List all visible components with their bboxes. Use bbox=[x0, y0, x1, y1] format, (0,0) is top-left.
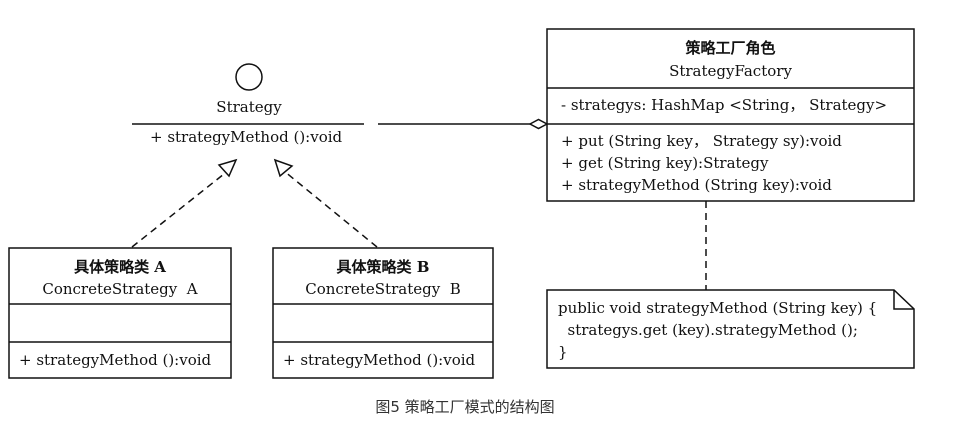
concrete-a-title-cn: 具体策略类 A bbox=[74, 258, 166, 276]
note-fold-icon bbox=[893, 290, 914, 310]
note-box bbox=[546, 289, 915, 369]
note-line-2: strategys.get (key).strategyMethod (); bbox=[558, 321, 858, 339]
aggregation-diamond-icon bbox=[528, 118, 549, 130]
figure-caption: 图5 策略工厂模式的结构图 bbox=[375, 398, 555, 416]
note-line-1: public void strategyMethod (String key) … bbox=[558, 299, 878, 317]
concrete-a-method: + strategyMethod ():void bbox=[19, 351, 212, 369]
realization-b-line bbox=[283, 170, 378, 248]
factory-method-strategy: + strategyMethod (String key):void bbox=[561, 176, 832, 194]
factory-title-cn: 策略工厂角色 bbox=[685, 39, 776, 57]
concrete-a-title-en: ConcreteStrategy A bbox=[42, 280, 198, 298]
concrete-b-method: + strategyMethod ():void bbox=[283, 351, 476, 369]
factory-method-get: + get (String key):Strategy bbox=[561, 154, 769, 172]
concrete-b-box bbox=[272, 247, 494, 379]
factory-method-put: + put (String key， Strategy sy):void bbox=[561, 132, 842, 150]
strategy-method: + strategyMethod ():void bbox=[150, 128, 343, 146]
realization-a-line bbox=[131, 169, 230, 248]
factory-class-box bbox=[546, 28, 915, 202]
realization-b-arrowhead-icon bbox=[273, 158, 294, 178]
concrete-b-title-en: ConcreteStrategy B bbox=[305, 280, 461, 298]
interface-lollipop-icon bbox=[235, 63, 263, 91]
factory-title-en: StrategyFactory bbox=[669, 62, 792, 80]
note-line-3: } bbox=[558, 343, 568, 361]
factory-attribute: - strategys: HashMap <String， Strategy> bbox=[561, 96, 888, 114]
realization-a-arrowhead-icon bbox=[217, 158, 238, 178]
concrete-b-title-cn: 具体策略类 B bbox=[336, 258, 430, 276]
concrete-a-box bbox=[8, 247, 232, 379]
strategy-name: Strategy bbox=[216, 98, 282, 116]
